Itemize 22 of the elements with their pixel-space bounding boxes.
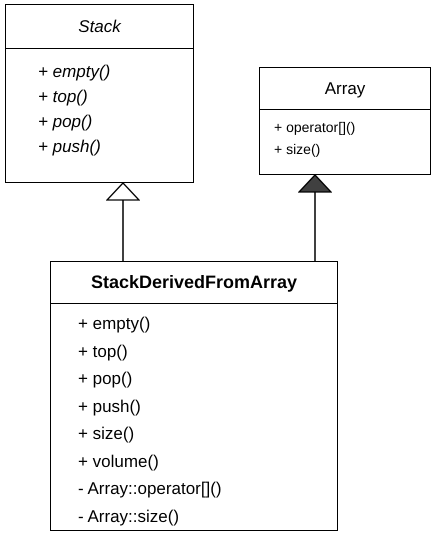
method-name: + operator[](): [274, 118, 356, 137]
class-box: [259, 67, 431, 175]
class-box: [5, 4, 194, 183]
class-box: [50, 261, 338, 531]
method-name: + top(): [38, 86, 89, 108]
method-name: - Array::operator[](): [78, 478, 223, 500]
method-name: + empty(): [38, 61, 112, 83]
method-name: + empty(): [78, 313, 152, 335]
class-name: Array: [324, 78, 366, 98]
inheritance-arrow: [298, 174, 332, 261]
method-name: - Array::size(): [78, 506, 180, 528]
method-name: + push(): [38, 136, 102, 158]
method-name: + size(): [78, 423, 136, 445]
method-name: + size(): [274, 140, 322, 159]
class-name: StackDerivedFromArray: [90, 272, 298, 293]
method-name: + pop(): [38, 111, 94, 133]
method-name: + volume(): [78, 450, 160, 472]
method-name: + pop(): [78, 368, 134, 390]
inheritance-arrow: [106, 182, 140, 261]
method-name: + push(): [78, 396, 142, 418]
method-name: + top(): [78, 340, 129, 362]
class-name: Stack: [78, 16, 121, 36]
